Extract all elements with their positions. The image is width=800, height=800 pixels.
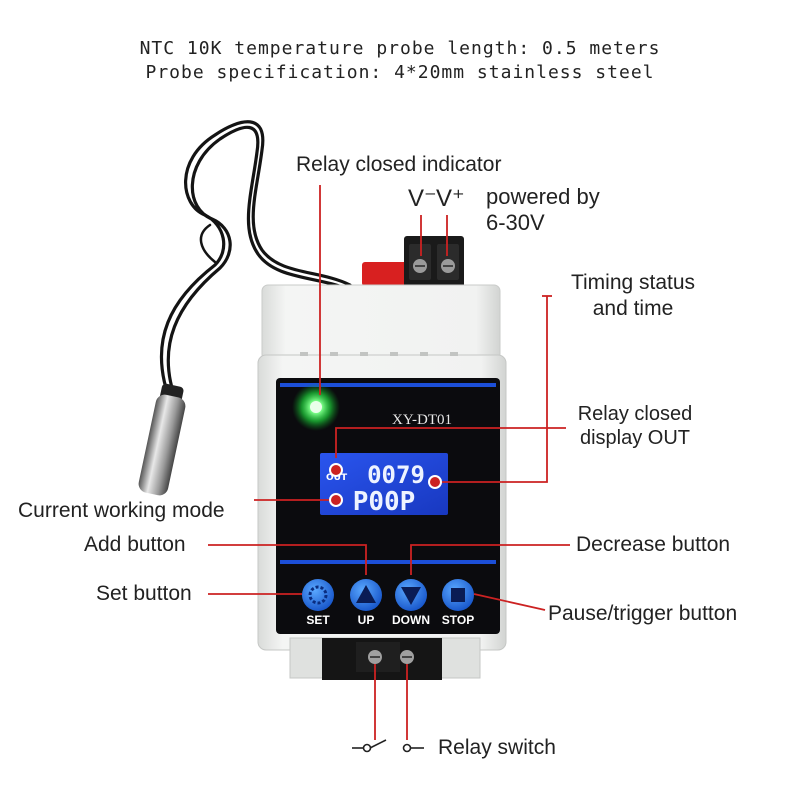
relay-switch-symbol xyxy=(352,739,424,753)
lcd-display: OUT 0079 P00P xyxy=(320,453,448,517)
square-icon xyxy=(451,588,465,602)
up-button-label: UP xyxy=(358,613,375,627)
set-button-label: SET xyxy=(306,613,330,627)
callout-dots xyxy=(329,463,442,507)
stop-button[interactable]: STOP xyxy=(442,579,474,627)
down-button-label: DOWN xyxy=(392,613,430,627)
down-button[interactable]: DOWN xyxy=(392,579,430,627)
out-indicator-label: OUT xyxy=(326,473,348,483)
triangle-down-icon xyxy=(401,587,421,605)
set-button[interactable]: SET xyxy=(302,579,334,627)
power-terminal-block xyxy=(404,236,464,288)
stop-button-label: STOP xyxy=(442,613,474,627)
timing-status-label: Timing status and time xyxy=(570,271,696,320)
probe-cable xyxy=(159,120,352,397)
relay-indicator-label: Relay closed indicator xyxy=(296,153,502,176)
relay-terminal-block xyxy=(322,638,442,680)
set-button-callout: Set button xyxy=(96,582,192,605)
negative-terminal-label: V⁻ xyxy=(408,185,437,212)
header-line-1: NTC 10K temperature probe length: 0.5 me… xyxy=(139,38,661,59)
lcd-top-readout: 0079 xyxy=(367,461,425,489)
relay-display-label: Relay closed display OUT xyxy=(577,403,693,449)
temperature-probe xyxy=(138,383,186,496)
header-line-2: Probe specification: 4*20mm stainless st… xyxy=(145,62,655,83)
model-label: XY-DT01 xyxy=(392,412,452,428)
triangle-up-icon xyxy=(356,585,376,603)
relay-led-core xyxy=(310,401,322,413)
up-button[interactable]: UP xyxy=(350,579,382,627)
positive-terminal-label: V⁺ xyxy=(436,185,465,212)
pause-button-label: Pause/trigger button xyxy=(548,602,738,625)
callout-lines xyxy=(208,185,570,740)
decrease-button-label: Decrease button xyxy=(576,533,731,556)
relay-switch-label: Relay switch xyxy=(438,736,556,759)
ring-icon xyxy=(308,585,328,605)
working-mode-label: Current working mode xyxy=(18,499,225,522)
add-button-label: Add button xyxy=(84,533,186,556)
lcd-bottom-readout: P00P xyxy=(353,487,416,517)
power-label: powered by 6-30V xyxy=(486,184,600,235)
